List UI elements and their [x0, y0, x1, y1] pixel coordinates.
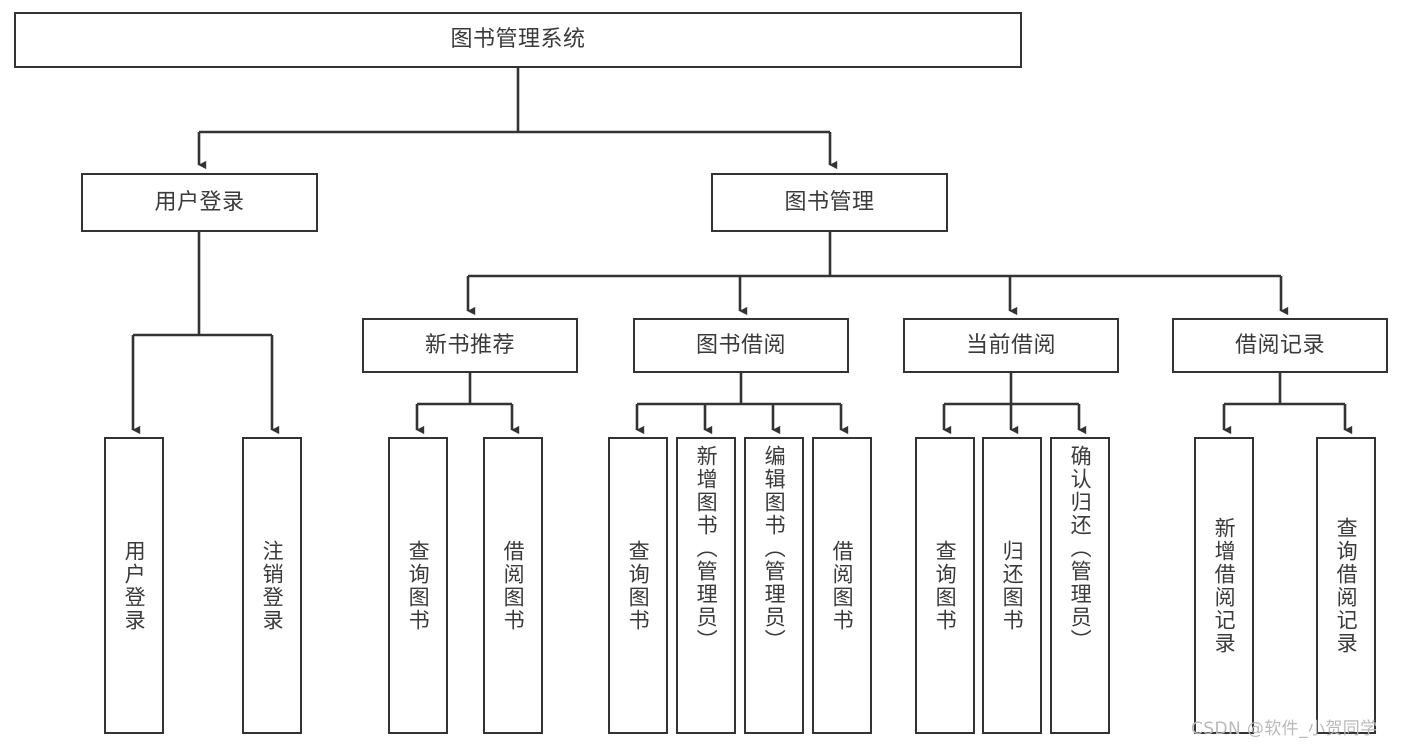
- node-new-book-recommend[interactable]: 新书推荐: [362, 318, 578, 373]
- node-label: 用户登录: [154, 189, 245, 215]
- leaf-new-book-query[interactable]: 查询图书: [388, 437, 448, 734]
- leaf-current-borrow-return[interactable]: 归还图书: [982, 437, 1042, 734]
- node-label: 图书管理系统: [450, 27, 586, 53]
- node-label: 查询借阅记录: [1334, 516, 1359, 655]
- node-book-borrow[interactable]: 图书借阅: [633, 318, 849, 373]
- node-label: 注销登录: [260, 539, 285, 632]
- node-label: 图书借阅: [695, 332, 786, 358]
- node-label: 当前借阅: [965, 332, 1056, 358]
- leaf-current-borrow-query[interactable]: 查询图书: [915, 437, 975, 734]
- node-root-system[interactable]: 图书管理系统: [14, 12, 1022, 68]
- node-book-management[interactable]: 图书管理: [711, 173, 948, 232]
- leaf-borrow-record-query[interactable]: 查询借阅记录: [1316, 437, 1376, 734]
- node-label: 查询图书: [933, 539, 958, 632]
- node-label: 归还图书: [1000, 539, 1025, 632]
- leaf-user-login-logout[interactable]: 注销登录: [242, 437, 302, 734]
- leaf-user-login-login[interactable]: 用户登录: [104, 437, 164, 734]
- node-label: 查询图书: [626, 539, 651, 632]
- leaf-book-borrow-borrow[interactable]: 借阅图书: [812, 437, 872, 734]
- node-borrow-records[interactable]: 借阅记录: [1172, 318, 1388, 373]
- node-label: 编辑图书（管理员）: [762, 445, 787, 652]
- csdn-watermark: CSDN @软件_小贺同学: [1191, 719, 1378, 739]
- node-label: 借阅图书: [830, 539, 855, 632]
- node-label: 查询图书: [406, 539, 431, 632]
- leaf-borrow-record-add[interactable]: 新增借阅记录: [1194, 437, 1254, 734]
- node-label: 用户登录: [122, 539, 147, 632]
- leaf-new-book-borrow[interactable]: 借阅图书: [483, 437, 543, 734]
- node-label: 新书推荐: [424, 332, 515, 358]
- leaf-current-borrow-confirm-return[interactable]: 确认归还（管理员）: [1050, 437, 1110, 734]
- leaf-book-borrow-edit[interactable]: 编辑图书（管理员）: [744, 437, 804, 734]
- leaf-book-borrow-add[interactable]: 新增图书（管理员）: [676, 437, 736, 734]
- leaf-book-borrow-query[interactable]: 查询图书: [608, 437, 668, 734]
- node-label: 新增图书（管理员）: [694, 445, 719, 652]
- node-label: 图书管理: [784, 189, 875, 215]
- node-label: 确认归还（管理员）: [1068, 445, 1093, 652]
- node-current-borrow[interactable]: 当前借阅: [903, 318, 1119, 373]
- node-user-login[interactable]: 用户登录: [81, 173, 318, 232]
- node-label: 新增借阅记录: [1212, 516, 1237, 655]
- node-label: 借阅记录: [1234, 332, 1325, 358]
- node-label: 借阅图书: [501, 539, 526, 632]
